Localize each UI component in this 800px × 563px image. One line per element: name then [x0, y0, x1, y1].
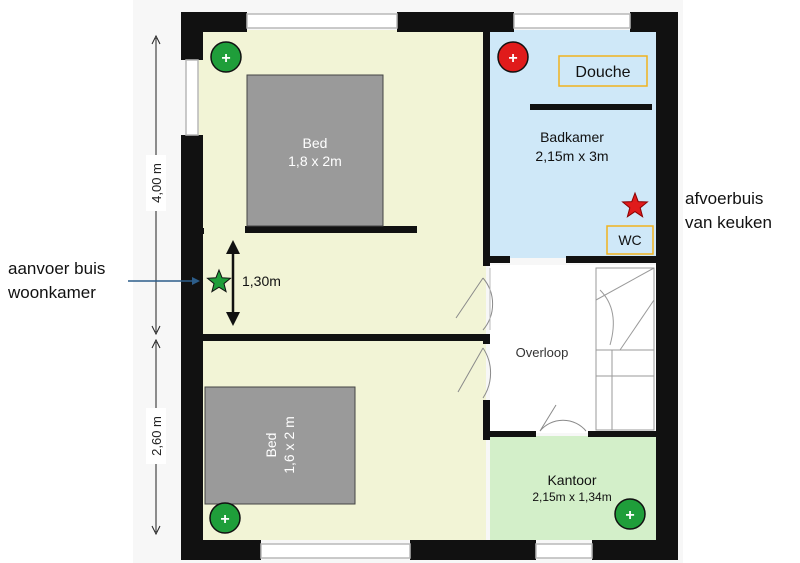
bathroom-name: Badkamer — [540, 129, 604, 145]
drain-pipe-note: afvoerbuis van keuken — [685, 187, 772, 235]
bed-lower-title: Bed — [263, 433, 279, 458]
staircase — [595, 267, 655, 431]
supply-pipe-note-line2: woonkamer — [8, 283, 96, 302]
svg-text:+: + — [625, 507, 634, 524]
office-size: 2,15m x 1,34m — [532, 490, 611, 504]
star-icon — [621, 191, 649, 218]
drain-pipe-note-line1: afvoerbuis — [685, 189, 764, 208]
plus-marker-icon: + — [210, 41, 242, 73]
hall-width-arrow — [226, 240, 240, 326]
hall-width-label: 1,30m — [242, 273, 281, 289]
dimension-lower-label: 2,60 m — [149, 416, 164, 456]
supply-pipe-note: aanvoer buis woonkamer — [8, 257, 105, 305]
plus-marker-icon: + — [209, 502, 241, 534]
shower-label-box — [558, 55, 648, 87]
dimension-upper-label: 4,00 m — [149, 163, 164, 203]
dimension-lower-bg — [146, 408, 166, 464]
windows — [185, 13, 631, 559]
star-icon — [206, 268, 232, 293]
supply-pipe-arrow-icon — [128, 277, 200, 285]
drain-pipe-note-line2: van keuken — [685, 213, 772, 232]
dimension-upper-bg — [146, 155, 166, 211]
plus-marker-icon: + — [614, 498, 646, 530]
bed-upper-title: Bed — [303, 135, 328, 151]
svg-text:+: + — [508, 50, 517, 67]
supply-pipe-note-line1: aanvoer buis — [8, 259, 106, 278]
shower-label: Douche — [575, 64, 630, 81]
landing-name: Overloop — [516, 345, 569, 360]
svg-text:+: + — [221, 50, 230, 67]
doors — [455, 268, 587, 432]
bed-upper-size: 1,8 x 2m — [288, 153, 342, 169]
walls — [181, 12, 678, 560]
bed-lower — [204, 386, 356, 505]
svg-text:+: + — [220, 511, 229, 528]
bed-lower-size: 1,6 x 2 m — [281, 416, 297, 474]
plus-marker-icon: + — [497, 41, 529, 73]
office-name: Kantoor — [547, 472, 596, 488]
toilet-label: WC — [618, 232, 641, 248]
bed-upper — [246, 74, 384, 227]
bathroom-size: 2,15m x 3m — [535, 148, 608, 164]
toilet-label-box — [606, 225, 654, 255]
